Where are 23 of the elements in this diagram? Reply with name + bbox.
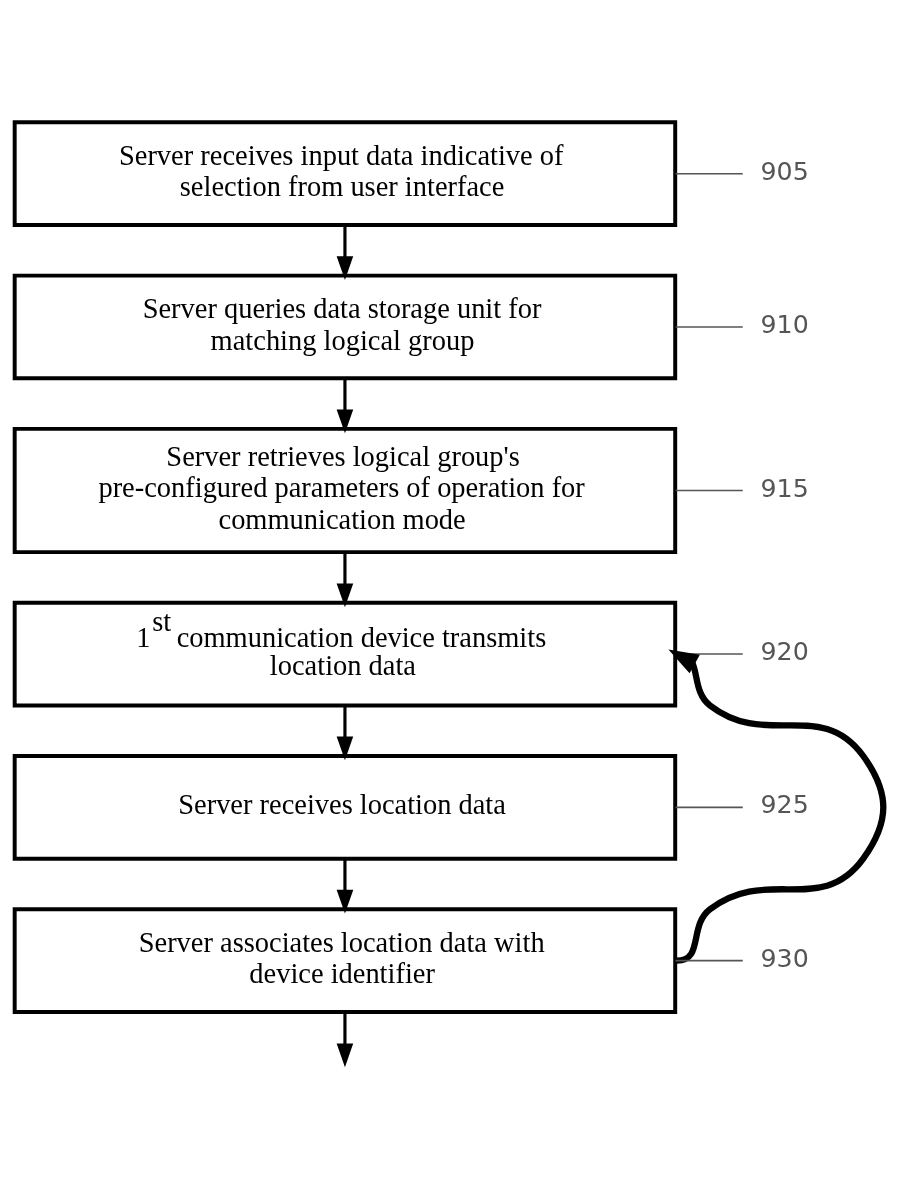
node-box: Server retrieves logical group's pre-configured parameters of operation for communication mode <box>12 426 678 554</box>
connector <box>674 806 744 808</box>
connector <box>674 325 744 328</box>
connector <box>674 959 744 961</box>
node-box: Server receives location data <box>12 753 678 861</box>
arrow <box>336 224 354 280</box>
connector <box>674 172 744 174</box>
node-text: 925 <box>760 789 809 819</box>
node-text: 915 <box>760 473 809 503</box>
node-text: 905 <box>760 156 809 186</box>
node-box: Server associates location data with device identifier <box>12 906 678 1014</box>
connector <box>674 489 744 491</box>
arrow <box>336 377 354 433</box>
arrow <box>336 551 354 607</box>
arrow <box>336 705 354 760</box>
arrow <box>668 648 887 964</box>
node-box: Server queries data storage unit for matching logical group <box>12 273 678 380</box>
node-box: Server receives input data indicative of selection from user interface <box>12 119 678 227</box>
node-text: 910 <box>760 309 809 339</box>
node-text: 930 <box>760 943 809 973</box>
node-text: 920 <box>760 636 809 666</box>
arrow <box>336 1011 354 1067</box>
arrow <box>336 858 354 914</box>
